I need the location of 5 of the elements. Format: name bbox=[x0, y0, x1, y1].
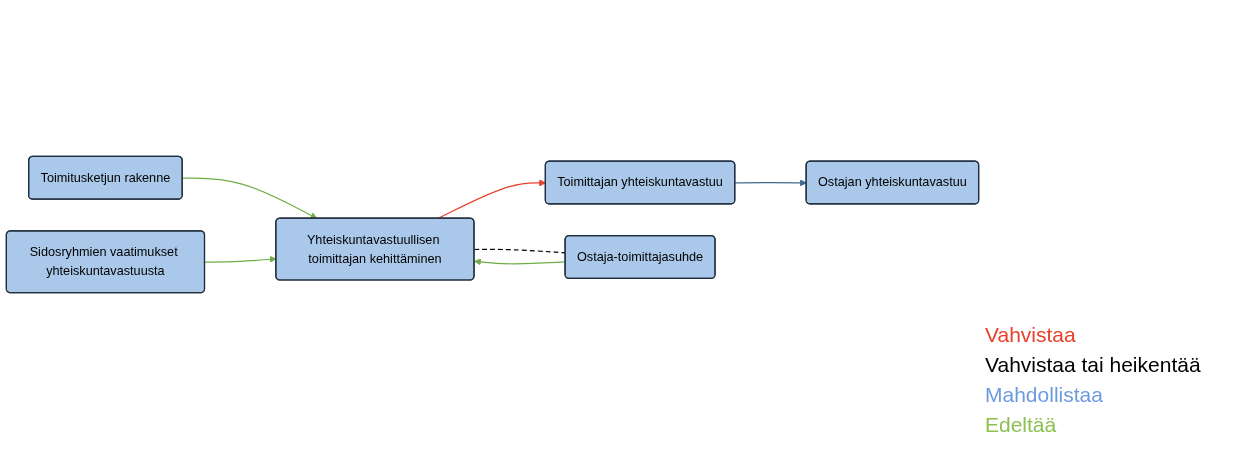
legend-entry: Mahdollistaa bbox=[985, 382, 1104, 408]
legend-entry: Vahvistaa tai heikentää bbox=[985, 352, 1202, 378]
legend-entry: Vahvistaa bbox=[985, 322, 1077, 348]
legend-entry: Edeltää bbox=[985, 412, 1058, 438]
arrow bbox=[734, 179, 807, 187]
